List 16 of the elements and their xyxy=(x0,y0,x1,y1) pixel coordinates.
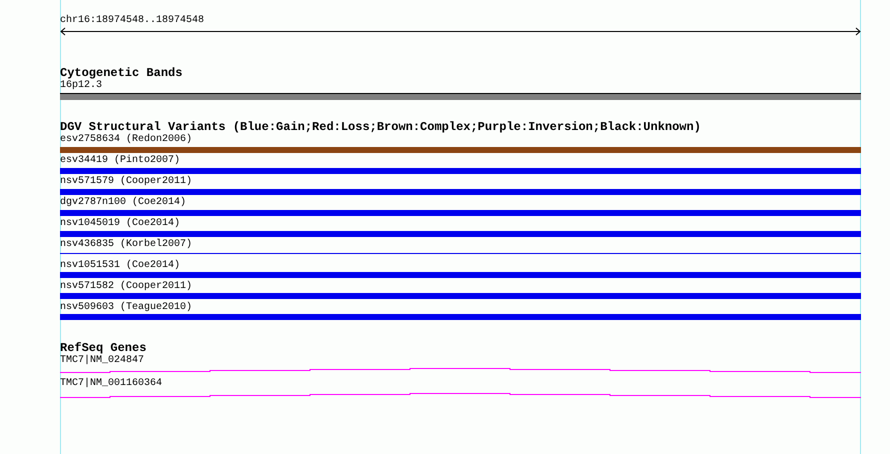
transcript-label: TMC7|NM_024847 xyxy=(60,355,144,367)
feature-label: nsv571579 (Cooper2011) xyxy=(60,176,192,188)
feature-label: nsv1045019 (Coe2014) xyxy=(60,218,180,230)
feature-label: nsv571582 (Cooper2011) xyxy=(60,281,192,293)
feature-label: nsv1051531 (Coe2014) xyxy=(60,260,180,272)
feature-label: esv34419 (Pinto2007) xyxy=(60,155,180,167)
coordinate-label: chr16:18974548..18974548 xyxy=(60,15,204,27)
track-title: DGV Structural Variants (Blue:Gain;Red:Loss;Brown:Complex;Purple:Inversion;Black:Unknown) xyxy=(60,121,701,134)
feature-label: nsv509603 (Teague2010) xyxy=(60,302,192,314)
track-title: RefSeq Genes xyxy=(60,342,146,355)
feature-label: dgv2787n100 (Coe2014) xyxy=(60,197,186,209)
feature-label: esv2758634 (Redon2006) xyxy=(60,134,192,146)
transcript-label: TMC7|NM_001160364 xyxy=(60,378,162,390)
band-label: 16p12.3 xyxy=(60,80,102,92)
feature-label: nsv436835 (Korbel2007) xyxy=(60,239,192,251)
track-title: Cytogenetic Bands xyxy=(60,67,182,80)
